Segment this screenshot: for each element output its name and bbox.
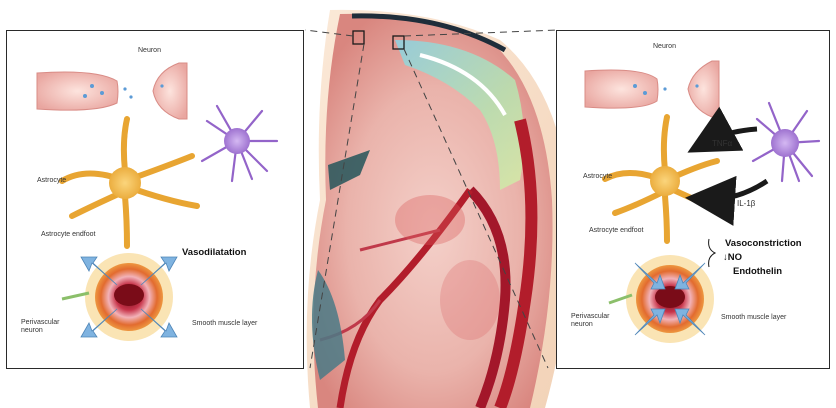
blood-vessel	[626, 255, 714, 343]
synapse	[37, 63, 187, 119]
microglia-body	[771, 129, 799, 157]
vasodilatation-label: Vasodilatation	[182, 247, 246, 258]
tnf-label: TNFα	[712, 139, 732, 148]
blood-vessel	[85, 253, 173, 341]
astrocyte-label: Astrocyte	[583, 173, 612, 180]
right-panel: Neuron TNFα Astrocyte IL-1β Astrocyte en…	[556, 30, 830, 369]
astrocyte-body	[109, 167, 141, 199]
perivascular-nerve	[62, 293, 89, 299]
endfoot-label: Astrocyte endfoot	[41, 231, 95, 238]
brain-section	[307, 10, 571, 408]
smooth-muscle-label: Smooth muscle layer	[192, 320, 257, 327]
il-label: IL-1β	[737, 199, 755, 208]
vasoconstriction-label: Vasoconstriction	[725, 238, 802, 249]
neuron-label: Neuron	[138, 47, 161, 54]
il-arrow	[705, 181, 767, 199]
neuron-label: Neuron	[653, 43, 676, 50]
no-text: NO	[728, 252, 742, 263]
endothelin-label: Endothelin	[733, 266, 782, 277]
left-panel: Neuron Astrocyte Astrocyte endfoot Vasod…	[6, 30, 304, 369]
smooth-muscle-label: Smooth muscle layer	[721, 314, 786, 321]
effect-bracket	[709, 239, 715, 267]
perivascular-neuron-label: Perivascular neuron	[571, 313, 615, 329]
no-label: ↓NO	[723, 252, 742, 263]
astrocyte-body	[650, 166, 680, 196]
endfoot-label: Astrocyte endfoot	[589, 227, 643, 234]
synapse	[585, 61, 719, 117]
microglia-body	[224, 128, 250, 154]
left-panel-illustration	[7, 31, 303, 368]
astrocyte-label: Astrocyte	[37, 177, 66, 184]
perivascular-neuron-label: Perivascular neuron	[21, 319, 65, 335]
